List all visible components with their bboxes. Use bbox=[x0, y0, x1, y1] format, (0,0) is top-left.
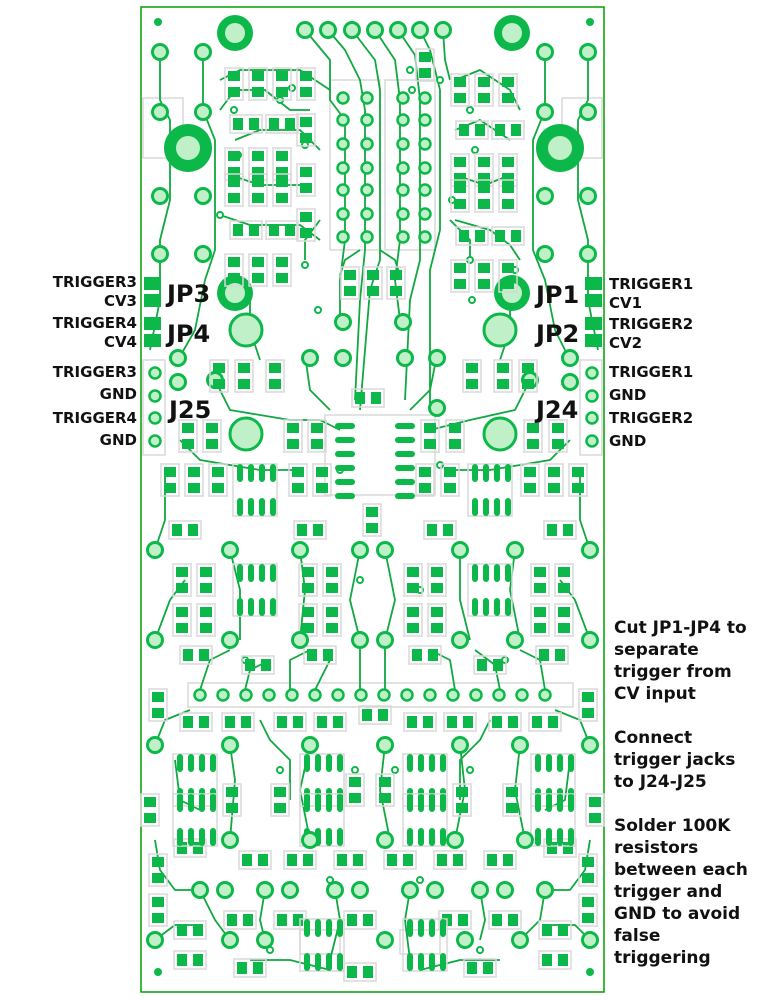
jp3-trigger-pad bbox=[144, 277, 161, 290]
center-header bbox=[336, 91, 432, 244]
jp4-trigger-label: TRIGGER4 bbox=[52, 314, 137, 332]
j25-pin2-label: GND bbox=[99, 385, 137, 403]
smd-upper-left bbox=[225, 67, 316, 286]
smd-row-a bbox=[160, 463, 588, 540]
note-connect-jacks: Connect trigger jacks to J24-J25 bbox=[614, 728, 736, 792]
j25-header bbox=[148, 366, 162, 448]
j24-pin3-label: TRIGGER2 bbox=[609, 409, 694, 427]
j25-pin1-label: TRIGGER3 bbox=[52, 363, 137, 381]
jp3-trigger-label: TRIGGER3 bbox=[52, 273, 137, 291]
jp2-cv-pad bbox=[585, 334, 602, 347]
jp2-trigger-pad bbox=[585, 317, 602, 330]
mid-header-row bbox=[193, 688, 552, 702]
jp4-cv-label: CV4 bbox=[103, 333, 137, 351]
jp4-cv-pad bbox=[144, 334, 161, 347]
j25-designator: J25 bbox=[169, 396, 212, 424]
j25-pin3-label: TRIGGER4 bbox=[52, 409, 137, 427]
jp2-trigger-label: TRIGGER2 bbox=[609, 315, 694, 333]
board-outline bbox=[140, 6, 605, 993]
j24-pin2-label: GND bbox=[609, 386, 647, 404]
jp1-trigger-pad bbox=[585, 277, 602, 290]
jp1-designator: JP1 bbox=[536, 281, 580, 309]
jp3-designator: JP3 bbox=[167, 280, 211, 308]
j24-designator: J24 bbox=[536, 396, 579, 424]
jp3-cv-pad bbox=[144, 294, 161, 307]
jumper-pads bbox=[144, 277, 602, 347]
j24-pin4-label: GND bbox=[609, 432, 647, 450]
jp1-cv-label: CV1 bbox=[609, 294, 643, 312]
note-pulldown-resistors: Solder 100K resistors between each trigg… bbox=[614, 816, 748, 968]
vias bbox=[216, 66, 519, 954]
jp1-cv-pad bbox=[585, 294, 602, 307]
jp2-designator: JP2 bbox=[536, 320, 580, 348]
note-cut-jumpers: Cut JP1-JP4 to separate trigger from CV … bbox=[614, 618, 747, 704]
jp4-trigger-pad bbox=[144, 317, 161, 330]
j24-header bbox=[585, 366, 599, 448]
j24-pin1-label: TRIGGER1 bbox=[609, 363, 694, 381]
ic-row-a bbox=[232, 463, 513, 617]
jp1-trigger-label: TRIGGER1 bbox=[609, 275, 694, 293]
center-ic bbox=[335, 423, 415, 499]
jp4-designator: JP4 bbox=[167, 320, 211, 348]
top-header-pins bbox=[296, 21, 452, 39]
j25-pin4-label: GND bbox=[99, 431, 137, 449]
instructions: Cut JP1-JP4 to separate trigger from CV … bbox=[614, 617, 760, 991]
jp3-cv-label: CV3 bbox=[103, 292, 137, 310]
jp2-cv-label: CV2 bbox=[609, 334, 643, 352]
